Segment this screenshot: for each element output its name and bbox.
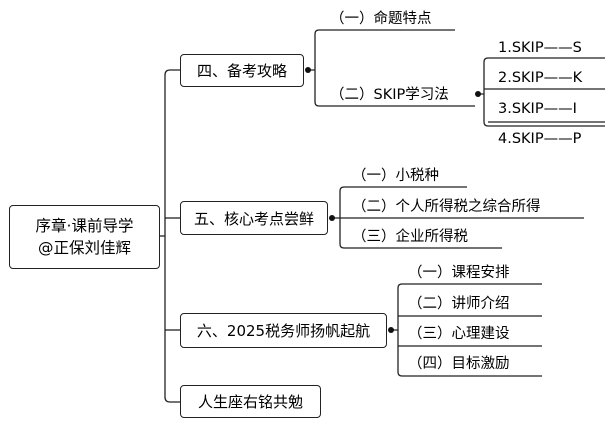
- skip-lines: [484, 88, 605, 123]
- branch-1-bracket: [310, 29, 475, 107]
- skip-bracket: [478, 57, 605, 127]
- topic-mental-preparation[interactable]: （三）心理建设: [408, 326, 510, 342]
- branch-label: 四、备考攻略: [196, 62, 287, 80]
- topic-course-schedule[interactable]: （一）课程安排: [408, 265, 510, 281]
- skip-item-i[interactable]: 3.SKIP——I: [498, 101, 577, 117]
- branch-node-core[interactable]: 五、核心考点尝鲜: [180, 201, 328, 235]
- branch-label: 五、核心考点尝鲜: [193, 209, 314, 228]
- topic-individual-income-tax[interactable]: （二）个人所得税之综合所得: [352, 199, 541, 215]
- skip-item-s[interactable]: 1.SKIP——S: [498, 40, 582, 56]
- topic-goal-motivation[interactable]: （四）目标激励: [408, 356, 510, 372]
- skip-item-k[interactable]: 2.SKIP——K: [498, 70, 583, 86]
- topic-skip-method[interactable]: （二）SKIP学习法: [330, 87, 449, 103]
- branch-launch-collapse-dot[interactable]: [388, 327, 394, 333]
- branch-node-strategy[interactable]: 四、备考攻略: [180, 54, 304, 87]
- root-node[interactable]: 序章·课前导学 @正保刘佳辉: [9, 205, 160, 269]
- branch-core-collapse-dot[interactable]: [329, 215, 335, 221]
- topic-exam-features[interactable]: （一）命题特点: [330, 11, 432, 27]
- branch-strategy-collapse-dot[interactable]: [305, 67, 311, 73]
- branch-label: 六、2025税务师扬帆起航: [196, 322, 371, 340]
- topic-corporate-income-tax[interactable]: （三）企业所得税: [352, 229, 468, 245]
- branch-3-bracket: [392, 283, 542, 377]
- topic-minor-taxes[interactable]: （一）小税种: [352, 168, 439, 184]
- branch-node-launch[interactable]: 六、2025税务师扬帆起航: [180, 313, 387, 348]
- skip-item-p[interactable]: 4.SKIP——P: [498, 131, 582, 147]
- skip-collapse-dot[interactable]: [475, 91, 481, 97]
- topic-lecturer-intro[interactable]: （二）讲师介绍: [408, 296, 510, 312]
- branch-node-motto[interactable]: 人生座右铭共勉: [180, 385, 321, 418]
- spine-to-branch-1: [164, 69, 180, 403]
- root-line-1: 序章·课前导学: [35, 217, 134, 235]
- branch-2-bracket: [334, 186, 584, 249]
- branch-label: 人生座右铭共勉: [197, 393, 303, 411]
- root-line-2: @正保刘佳辉: [37, 239, 131, 257]
